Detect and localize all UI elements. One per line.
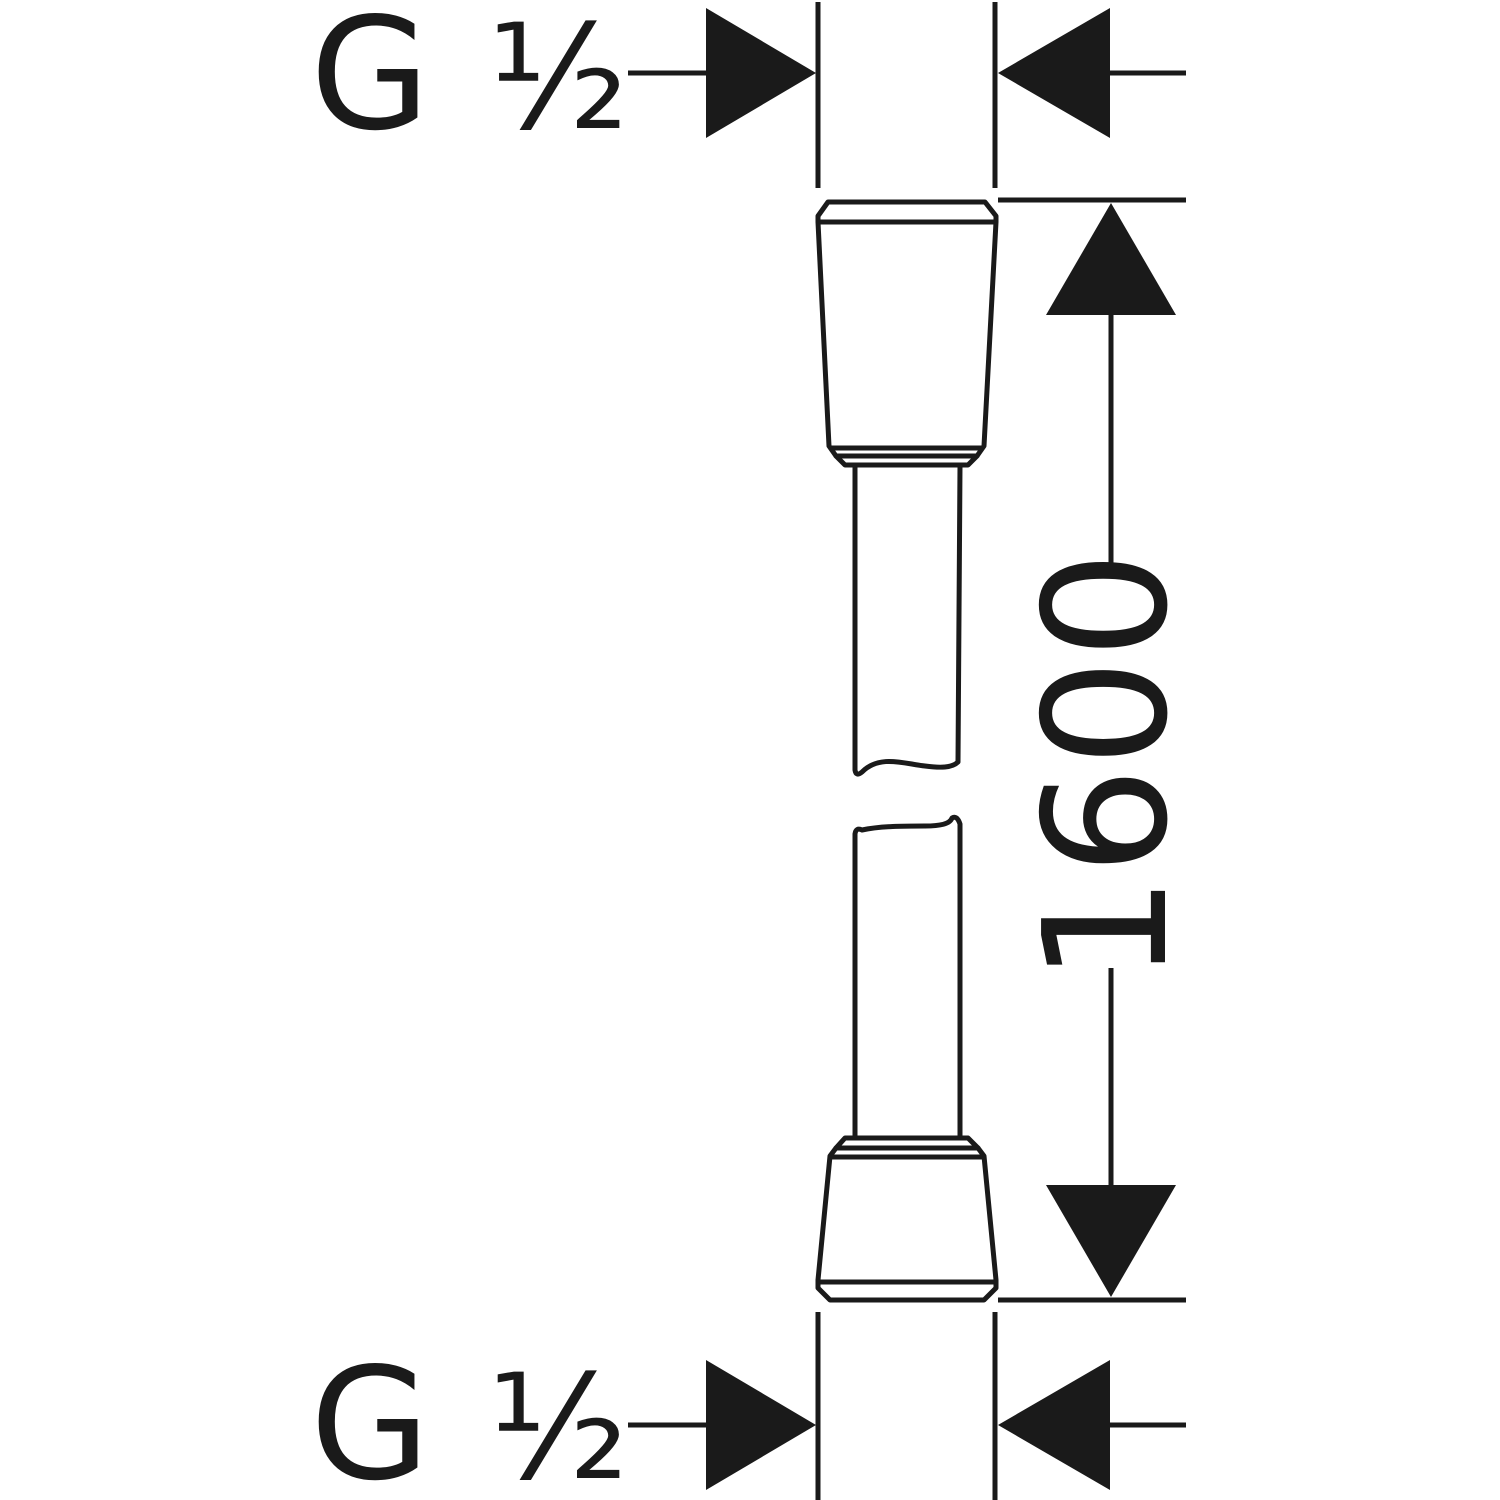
bottom-thread-dimension: G ½: [310, 1312, 1186, 1500]
length-bottom-arrowhead: [1046, 1185, 1176, 1297]
top-ferrule: [833, 453, 980, 468]
top-thread-g-label: G: [310, 0, 430, 165]
upper-hose-segment: [852, 465, 963, 777]
lower-hose-segment: [852, 814, 963, 1138]
top-right-arrowhead: [998, 8, 1110, 138]
top-connector-nut: [815, 199, 999, 459]
top-thread-dimension: G ½: [310, 0, 1186, 188]
length-dimension: 1600: [998, 197, 1206, 1303]
bottom-thread-size-label: ½: [488, 1344, 629, 1500]
bottom-right-arrowhead: [998, 1360, 1110, 1490]
top-thread-size-label: ½: [488, 0, 629, 163]
bottom-connector-nut: [815, 1145, 999, 1303]
top-left-arrowhead: [706, 8, 816, 138]
bottom-thread-g-label: G: [310, 1334, 430, 1500]
length-top-arrowhead: [1046, 203, 1176, 315]
bottom-left-arrowhead: [706, 1360, 816, 1490]
shower-hose: [815, 199, 999, 1303]
length-value-label: 1600: [1008, 551, 1206, 984]
